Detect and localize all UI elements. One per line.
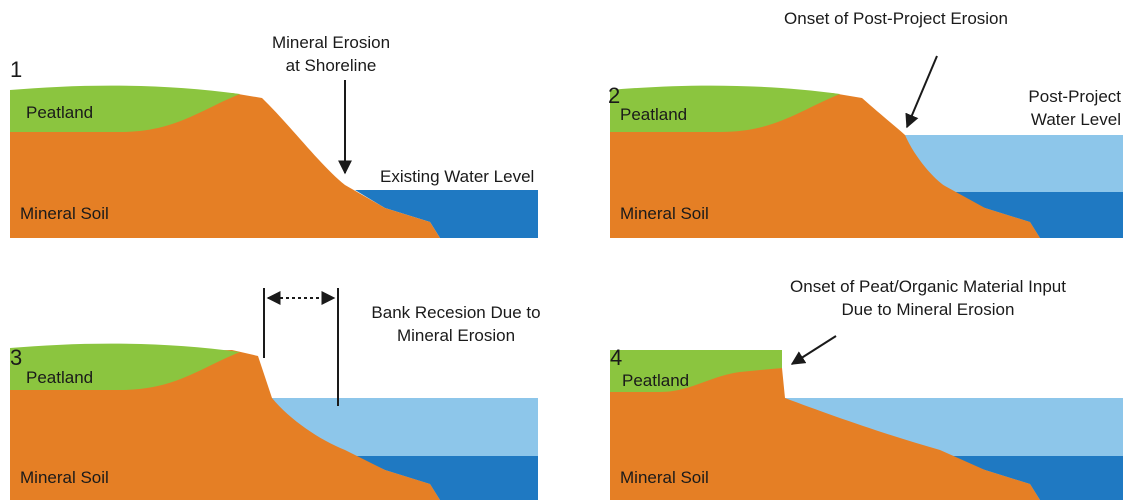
annotation-line-2: at Shoreline <box>286 56 377 75</box>
annotation-line-3: Water Level <box>1031 110 1121 129</box>
mineral-soil-label: Mineral Soil <box>620 468 709 487</box>
peatland-label: Peatland <box>26 103 93 122</box>
peat-input-arrow <box>790 335 837 365</box>
annotation-line-2: Post-Project <box>1028 87 1121 106</box>
annotation-line-2: Due to Mineral Erosion <box>842 300 1015 319</box>
peatland-label: Peatland <box>620 105 687 124</box>
annotation-line-1: Onset of Peat/Organic Material Input <box>790 277 1066 296</box>
annotation-line-1: Bank Recesion Due to <box>371 303 540 322</box>
deep-water <box>940 192 1123 238</box>
annotation-line-1: Mineral Erosion <box>272 33 390 52</box>
post-project-erosion-arrow <box>905 55 938 129</box>
mineral-soil-label: Mineral Soil <box>20 468 109 487</box>
mineral-soil <box>610 368 1040 500</box>
annotation-line-2: Mineral Erosion <box>397 326 515 345</box>
mineral-soil-label: Mineral Soil <box>620 204 709 223</box>
panel-2: 2 Peatland Mineral Soil Onset of Post-Pr… <box>608 9 1123 238</box>
peatland-label: Peatland <box>622 371 689 390</box>
peatland-label: Peatland <box>26 368 93 387</box>
annotation-line-1: Onset of Post-Project Erosion <box>784 9 1008 28</box>
mineral-soil-label: Mineral Soil <box>20 204 109 223</box>
panel-number: 2 <box>608 83 620 108</box>
water-level-label: Existing Water Level <box>380 167 534 186</box>
deep-water <box>355 456 538 500</box>
panel-1: 1 Peatland Mineral Soil Mineral Erosion … <box>10 33 538 238</box>
panel-number: 1 <box>10 57 22 82</box>
peatland <box>610 85 840 132</box>
panel-4: 4 Peatland Mineral Soil Onset of Peat/Or… <box>610 277 1123 500</box>
deep-water <box>355 190 538 238</box>
panel-number: 4 <box>610 345 622 370</box>
panel-3: 3 Peatland Mineral Soil Bank Recesion Du… <box>10 288 541 500</box>
panel-number: 3 <box>10 345 22 370</box>
peatland <box>10 343 240 390</box>
peatland <box>610 350 782 392</box>
peatland <box>10 85 240 132</box>
deep-water <box>940 456 1123 500</box>
